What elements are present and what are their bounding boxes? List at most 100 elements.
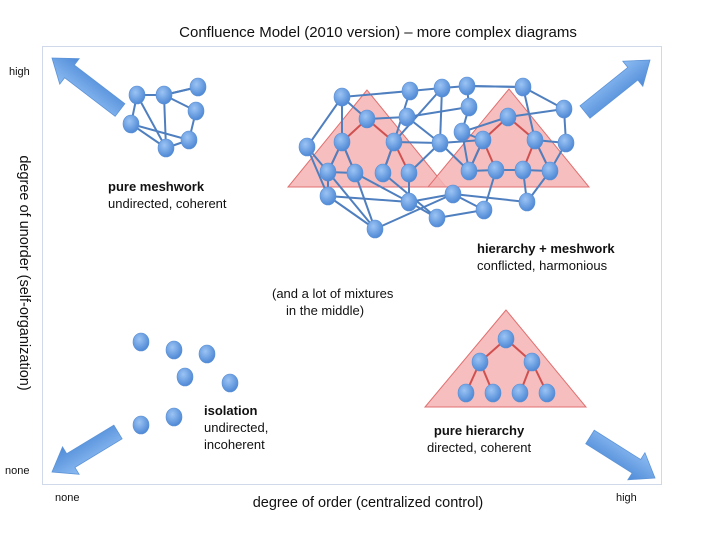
caption-title: pure meshwork bbox=[108, 179, 205, 194]
arrow-top-right-icon bbox=[579, 59, 651, 119]
x-axis-label: degree of order (centralized control) bbox=[252, 495, 484, 511]
hybrid-edge bbox=[374, 193, 454, 230]
hybrid-node bbox=[358, 109, 376, 129]
slide-title: Confluence Model (2010 version) – more c… bbox=[179, 24, 577, 41]
meshwork-node bbox=[155, 85, 173, 105]
arrow-top-left-icon bbox=[51, 57, 126, 117]
caption-line: in the middle) bbox=[286, 303, 365, 318]
caption-subtitle: conflicted, harmonious bbox=[477, 258, 608, 273]
meshwork-node bbox=[187, 101, 205, 121]
hybrid-edge bbox=[327, 195, 410, 203]
hybrid-node bbox=[460, 97, 478, 117]
caption-hierarchy-meshwork: hierarchy + meshwork conflicted, harmoni… bbox=[477, 240, 615, 274]
isolation-node bbox=[132, 415, 150, 435]
isolation-node bbox=[165, 340, 183, 360]
caption-line: undirected, bbox=[204, 420, 269, 435]
hierarchy-node bbox=[497, 329, 515, 349]
hybrid-node bbox=[499, 107, 517, 127]
arrow-top-left-icon-shape bbox=[51, 57, 126, 117]
hybrid-edge bbox=[393, 87, 443, 143]
caption-title: isolation bbox=[204, 403, 258, 418]
hierarchy-node bbox=[484, 383, 502, 403]
hybrid-node bbox=[319, 162, 337, 182]
hybrid-edge bbox=[466, 85, 524, 88]
caption-subtitle: directed, coherent bbox=[427, 440, 532, 455]
hybrid-node bbox=[518, 192, 536, 212]
caption-pure-meshwork: pure meshwork undirected, coherent bbox=[108, 178, 227, 212]
caption-title: hierarchy + meshwork bbox=[477, 241, 615, 256]
isolation-node bbox=[198, 344, 216, 364]
hybrid-node bbox=[298, 137, 316, 157]
hybrid-node bbox=[428, 208, 446, 228]
hybrid-node bbox=[444, 184, 462, 204]
arrow-bottom-left-icon-shape bbox=[51, 424, 123, 475]
hybrid-node bbox=[319, 186, 337, 206]
isolation-node bbox=[132, 332, 150, 352]
isolation-node bbox=[176, 367, 194, 387]
hybrid-edge bbox=[341, 90, 411, 98]
x-axis-high-label: high bbox=[616, 492, 637, 504]
hierarchy-node bbox=[523, 352, 541, 372]
hierarchy-node bbox=[511, 383, 529, 403]
hybrid-node bbox=[333, 87, 351, 107]
meshwork-node bbox=[180, 130, 198, 150]
caption-line: (and a lot of mixtures bbox=[272, 286, 394, 301]
hybrid-node bbox=[557, 133, 575, 153]
hybrid-node bbox=[400, 163, 418, 183]
meshwork-node bbox=[157, 138, 175, 158]
caption-isolation: isolation undirected, incoherent bbox=[204, 402, 268, 453]
caption-mixtures: (and a lot of mixtures in the middle) bbox=[272, 285, 393, 319]
meshwork-node bbox=[189, 77, 207, 97]
hybrid-node bbox=[366, 219, 384, 239]
meshwork-node bbox=[122, 114, 140, 134]
arrow-top-right-icon-shape bbox=[579, 59, 651, 119]
hierarchy-node bbox=[471, 352, 489, 372]
arrow-bottom-right-icon bbox=[585, 429, 656, 481]
triangle-left-hierarchy bbox=[286, 89, 448, 188]
arrow-bottom-right-icon-shape bbox=[585, 429, 656, 481]
y-axis-none-label: none bbox=[5, 465, 30, 477]
hybrid-edge bbox=[354, 172, 376, 230]
triangle-pure-hierarchy bbox=[423, 309, 588, 408]
hybrid-node bbox=[555, 99, 573, 119]
hybrid-node bbox=[458, 76, 476, 96]
hybrid-edge bbox=[452, 193, 528, 203]
hybrid-node bbox=[514, 77, 532, 97]
hybrid-edge bbox=[354, 172, 410, 203]
y-axis-label: degree of unorder (self-organization) bbox=[16, 155, 32, 391]
hybrid-node bbox=[400, 192, 418, 212]
hybrid-node bbox=[374, 163, 392, 183]
hierarchy-node bbox=[457, 383, 475, 403]
caption-title: pure hierarchy bbox=[433, 423, 525, 438]
hybrid-node bbox=[474, 130, 492, 150]
hybrid-node bbox=[401, 81, 419, 101]
meshwork-edge bbox=[130, 123, 190, 141]
caption-pure-hierarchy: pure hierarchy directed, coherent bbox=[427, 422, 531, 456]
isolation-node bbox=[221, 373, 239, 393]
hybrid-node bbox=[333, 132, 351, 152]
meshwork-edge bbox=[136, 94, 167, 149]
hybrid-node bbox=[514, 160, 532, 180]
hybrid-node bbox=[541, 161, 559, 181]
hybrid-edge bbox=[507, 108, 565, 118]
hybrid-node bbox=[453, 122, 471, 142]
meshwork-node bbox=[128, 85, 146, 105]
hybrid-node bbox=[385, 132, 403, 152]
hybrid-node bbox=[346, 163, 364, 183]
caption-subtitle: undirected, coherent bbox=[108, 196, 227, 211]
hybrid-edge bbox=[327, 195, 376, 230]
hybrid-node bbox=[431, 133, 449, 153]
hybrid-node bbox=[526, 130, 544, 150]
diagram-frame bbox=[42, 46, 662, 485]
hybrid-node bbox=[487, 160, 505, 180]
hybrid-edge bbox=[306, 96, 343, 148]
x-axis-none-label: none bbox=[55, 492, 80, 504]
hybrid-edge bbox=[327, 171, 376, 230]
hybrid-node bbox=[398, 107, 416, 127]
caption-line: incoherent bbox=[204, 437, 265, 452]
isolation-node bbox=[165, 407, 183, 427]
arrow-bottom-left-icon bbox=[51, 424, 123, 475]
hybrid-node bbox=[475, 200, 493, 220]
y-axis-high-label: high bbox=[9, 66, 30, 78]
hybrid-node bbox=[433, 78, 451, 98]
